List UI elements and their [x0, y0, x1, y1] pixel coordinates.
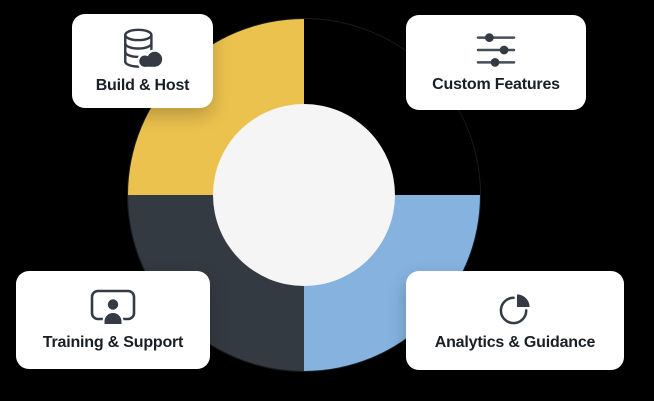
donut-center — [213, 104, 395, 286]
card-label: Custom Features — [432, 76, 560, 94]
card-build-host: Build & Host — [72, 14, 213, 108]
database-cloud-icon — [118, 27, 168, 70]
card-label: Build & Host — [95, 77, 190, 95]
card-analytics-guidance: Analytics & Guidance — [406, 271, 624, 370]
card-training-support: Training & Support — [16, 271, 210, 369]
sliders-icon — [475, 31, 517, 69]
card-label: Training & Support — [42, 333, 184, 351]
presentation-person-icon — [90, 289, 136, 327]
card-label: Analytics & Guidance — [434, 333, 596, 351]
card-custom-features: Custom Features — [406, 15, 586, 110]
pie-chart-icon — [497, 290, 534, 327]
